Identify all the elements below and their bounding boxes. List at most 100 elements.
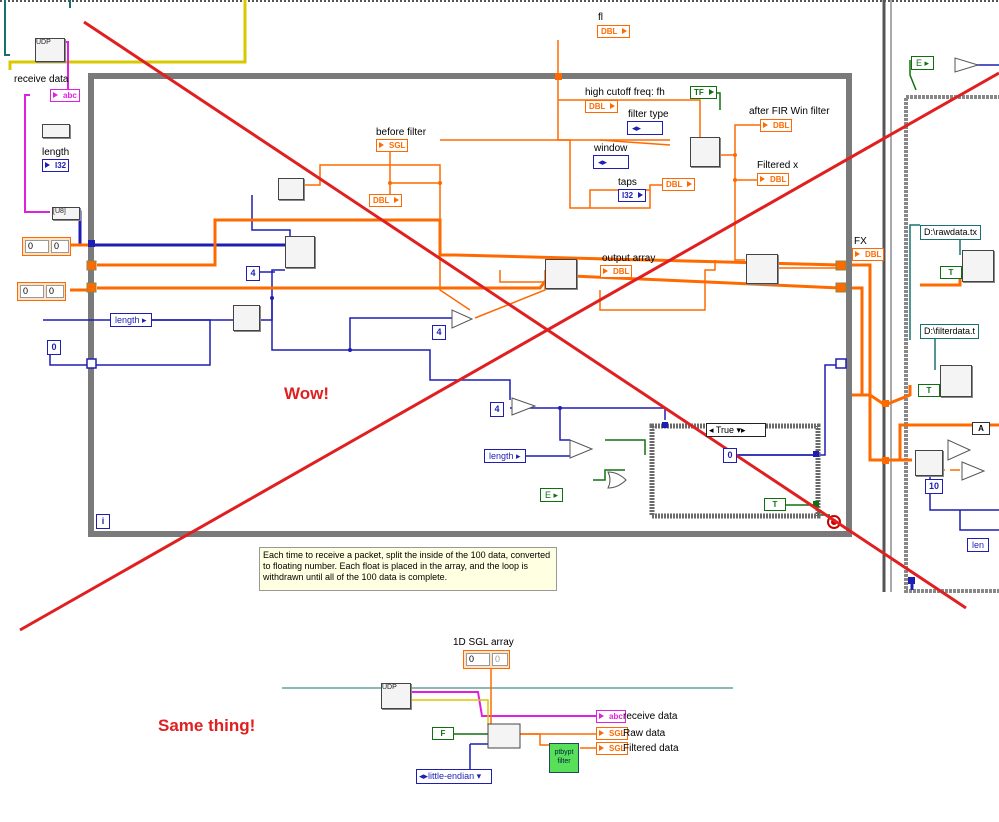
udp-read-node-lower[interactable]: UDP (381, 683, 411, 709)
const-zero-case[interactable]: 0 (723, 448, 737, 463)
terminal-before-filter[interactable]: SGL (376, 139, 409, 152)
terminal-after-fir[interactable]: DBL (760, 119, 793, 132)
filter-type-control[interactable]: ◂▸ (627, 121, 663, 135)
case-structure (649, 423, 821, 519)
fir-window-filter-node[interactable] (690, 137, 720, 167)
label-filtered-data: Filtered data (623, 743, 679, 754)
array-index-2[interactable]: 0 (20, 285, 44, 298)
initial-array-2[interactable]: 0 0 (17, 282, 66, 301)
terminal-dbl-2[interactable]: DBL (662, 178, 696, 191)
label-taps: taps (618, 177, 637, 188)
const-false[interactable]: F (432, 727, 454, 740)
udp-lower-text: UDP (382, 684, 397, 691)
terminal-filtered-x[interactable]: DBL (757, 173, 790, 186)
string-to-u8-node[interactable]: [U8] (52, 207, 80, 220)
const-four-3[interactable]: 4 (490, 402, 504, 417)
terminal-length[interactable]: I32 (42, 159, 70, 172)
right-while-loop (904, 95, 999, 593)
multiply-node (451, 309, 474, 329)
main-while-loop (88, 73, 852, 537)
len-local-variable[interactable]: len (967, 538, 990, 552)
terminal-fl[interactable]: DBL (597, 25, 631, 38)
ptbypt-filter-subvi[interactable]: ptbypt filter (549, 743, 579, 773)
sgl-array-index[interactable]: 0 (466, 653, 490, 666)
annotation-same-thing: Same thing! (158, 716, 256, 735)
e-local-variable[interactable]: E ▸ (540, 488, 564, 502)
label-high-cutoff: high cutoff freq: fh (585, 87, 665, 98)
quotient-remainder-node[interactable] (233, 305, 260, 331)
pink-wire-lower (410, 691, 596, 717)
quotient-remainder-node-right[interactable] (915, 450, 943, 476)
string-length-node[interactable] (42, 124, 70, 138)
rawdata-path-const[interactable]: D:\rawdata.tx (920, 225, 982, 240)
terminal-tf[interactable]: TF (690, 86, 717, 99)
const-a[interactable]: A (972, 422, 990, 435)
e-ref-right-text: E (916, 58, 923, 68)
const-four-1[interactable]: 4 (246, 266, 260, 281)
label-fx: FX (854, 236, 867, 247)
label-raw-data: Raw data (623, 728, 666, 739)
terminal-output-array[interactable]: DBL (600, 265, 633, 278)
e-ref-text: E (545, 490, 552, 500)
length-local-variable[interactable]: length ▸ (110, 313, 152, 327)
window-control[interactable]: ◂▸ (593, 155, 629, 169)
u8-text: [U8] (53, 208, 66, 215)
length-ref-text-2: length (489, 451, 514, 461)
tunnel-array (88, 240, 95, 247)
filterdata-path-const[interactable]: D:\filterdata.t (920, 324, 980, 339)
const-four-2[interactable]: 4 (432, 325, 446, 340)
const-ten[interactable]: 10 (925, 479, 943, 494)
const-true-raw[interactable]: T (940, 266, 962, 279)
const-zero-left[interactable]: 0 (47, 340, 61, 355)
const-true-filter[interactable]: T (918, 384, 940, 397)
array-value-2[interactable]: 0 (46, 285, 64, 298)
annotation-wow: Wow! (284, 384, 330, 403)
equal-node (569, 439, 594, 459)
sgl-array-const[interactable]: 0 0 (463, 650, 510, 669)
diagram-comment: Each time to receive a packet, split the… (259, 547, 557, 591)
e-local-variable-right[interactable]: E ▸ (911, 56, 935, 70)
label-receive-data: receive data (14, 74, 69, 85)
terminal-taps[interactable]: I32 (618, 189, 647, 202)
build-array-node-2[interactable] (545, 259, 577, 289)
blue-wire-array (70, 210, 290, 247)
unflatten-node (487, 723, 521, 749)
array-index-1[interactable]: 0 (25, 240, 49, 253)
terminal-filtered-data[interactable]: SGL (596, 742, 629, 755)
udp-read-node[interactable]: UDP (35, 38, 65, 62)
array-value-1[interactable]: 0 (51, 240, 69, 253)
add-node (511, 397, 537, 416)
label-1d-sgl-array: 1D SGL array (453, 637, 514, 648)
shift-register-right-1 (835, 260, 847, 271)
write-filterdata-node[interactable] (940, 365, 972, 397)
write-rawdata-node[interactable] (962, 250, 994, 282)
terminal-raw-data[interactable]: SGL (596, 727, 629, 740)
endian-enum[interactable]: ◂▸little-endian ▾ (416, 769, 492, 784)
sgl-array-value[interactable]: 0 (492, 653, 508, 666)
build-array-node-1[interactable] (285, 236, 315, 268)
length-ref-text: length (115, 315, 140, 325)
label-output-array: output array (602, 253, 656, 264)
label-length: length (42, 147, 70, 158)
initial-array-1[interactable]: 0 0 (22, 237, 71, 256)
terminal-high-cutoff[interactable]: DBL (585, 100, 619, 113)
len-ref-text: len (972, 540, 985, 550)
terminal-fx[interactable]: DBL (852, 248, 885, 261)
const-true-case[interactable]: T (764, 498, 786, 511)
case-selector[interactable]: ◂ True ▾▸ (706, 423, 766, 437)
build-array-node-3[interactable] (746, 254, 778, 284)
tunnel-fl (555, 73, 562, 80)
label-window: window (594, 143, 628, 154)
strike-line-2 (19, 71, 999, 632)
terminal-receive-data-lower[interactable]: abc (596, 710, 626, 723)
strike-line-1 (83, 20, 967, 610)
terminal-receive-data[interactable]: abc (50, 89, 80, 102)
length-local-variable-2[interactable]: length ▸ (484, 449, 526, 463)
or-node (607, 471, 627, 489)
shift-register-right-2 (835, 282, 847, 293)
pink-wire-2 (24, 94, 50, 213)
terminal-dbl-1[interactable]: DBL (369, 194, 403, 207)
label-filter-type: filter type (628, 109, 669, 120)
ptbypt-filter-node[interactable] (278, 178, 304, 200)
